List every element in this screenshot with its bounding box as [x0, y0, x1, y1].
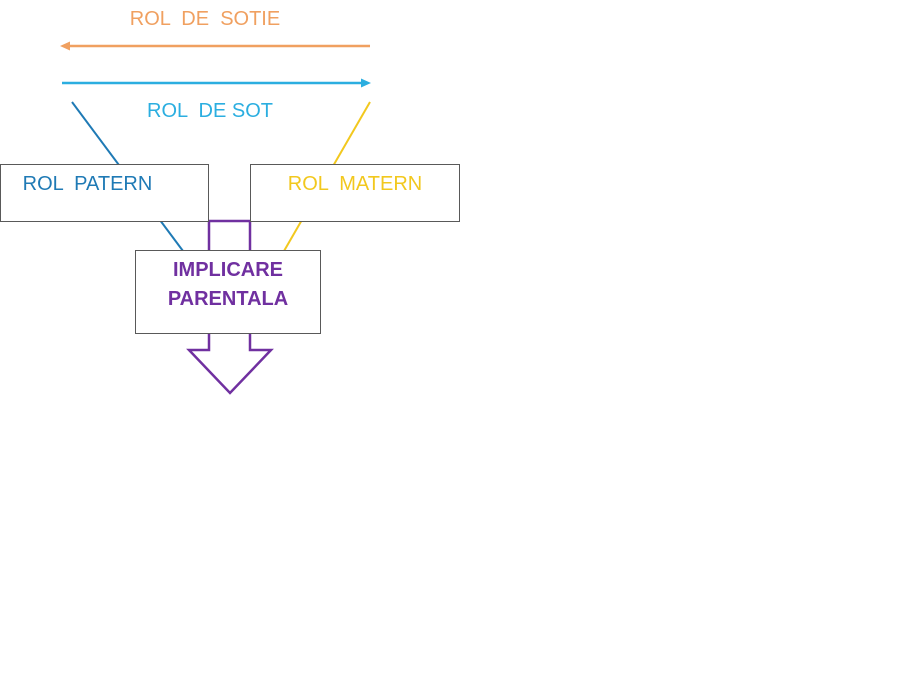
- implicare-label-line2: PARENTALA: [167, 288, 289, 310]
- rol-patern-box: ROL PATERN: [0, 164, 209, 222]
- rol-de-sot-label: ROL DE SOT: [147, 100, 273, 122]
- rol-de-sotie-label: ROL DE SOTIE: [129, 8, 281, 30]
- rol-matern-label: ROL MATERN: [287, 173, 423, 195]
- implicare-label-line1: IMPLICARE: [173, 259, 283, 281]
- rol-matern-box: ROL MATERN: [250, 164, 460, 222]
- implicare-parentala-box: IMPLICARE PARENTALA: [135, 250, 321, 334]
- implicare-down-arrow: [186, 219, 274, 395]
- rol-patern-label: ROL PATERN: [22, 173, 153, 195]
- sotie-arrowhead: [60, 41, 70, 51]
- sot-arrowhead: [361, 78, 371, 88]
